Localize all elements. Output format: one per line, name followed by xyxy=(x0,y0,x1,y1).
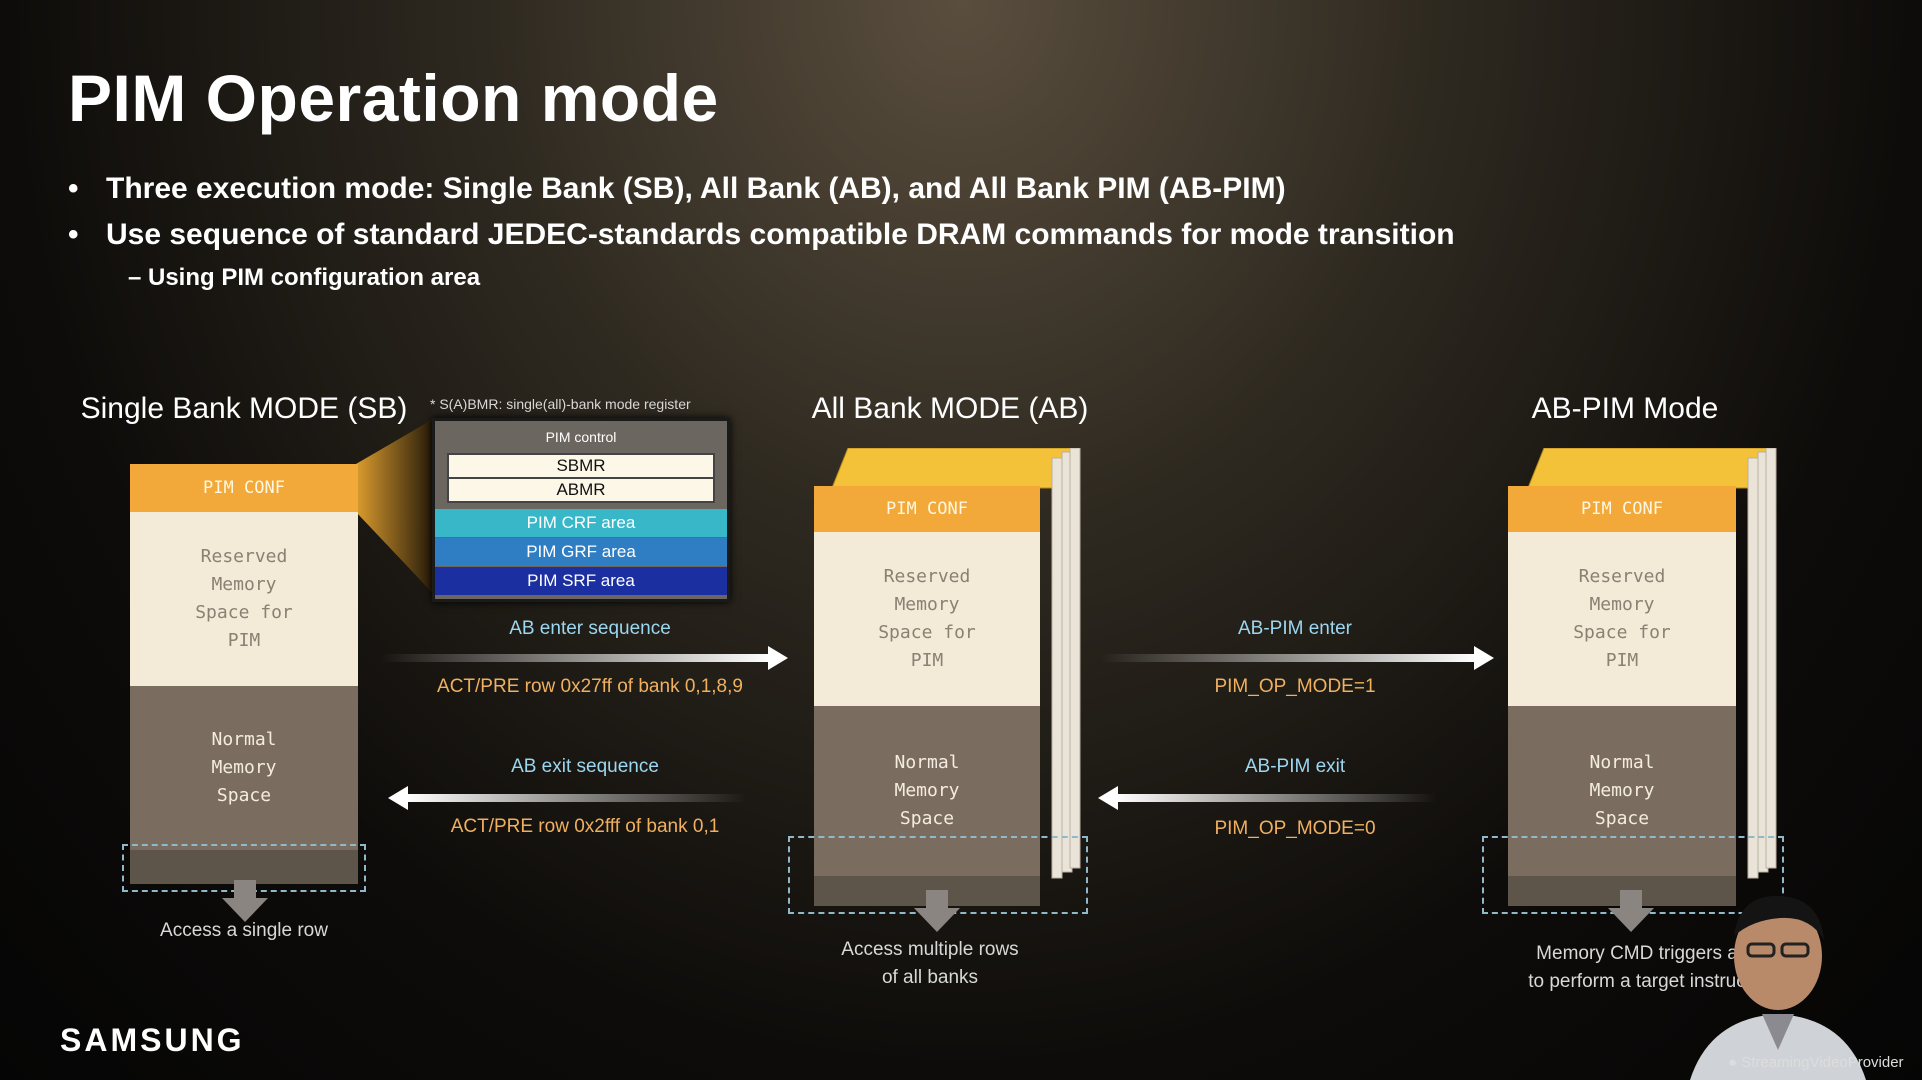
sb-mode-title: Single Bank MODE (SB) xyxy=(80,392,408,425)
play-icon: ● xyxy=(1728,1054,1738,1071)
bullet-text: Three execution mode: Single Bank (SB), … xyxy=(106,172,1286,205)
pim-conf-block: PIM CONF xyxy=(814,486,1040,532)
abpim-exit-label: AB-PIM exit xyxy=(1244,756,1346,777)
sub-bullet-text: Using PIM configuration area xyxy=(148,264,481,291)
slide-title: PIM Operation mode xyxy=(68,61,719,135)
abpim-mode-title: AB-PIM Mode xyxy=(1531,392,1719,425)
down-arrow-icon xyxy=(1608,890,1654,932)
pim-crf-area: PIM CRF area xyxy=(435,509,727,537)
pim-grf-area: PIM GRF area xyxy=(435,538,727,566)
pim-srf-area: PIM SRF area xyxy=(435,567,727,595)
ab-enter-label: AB enter sequence xyxy=(509,618,671,639)
ab-enter-command: ACT/PRE row 0x27ff of bank 0,1,8,9 xyxy=(437,676,743,697)
video-provider-watermark: ● StreamingVideoProvider xyxy=(1728,1054,1904,1071)
sub-bullet-item: – Using PIM configuration area xyxy=(64,264,1455,292)
down-arrow-icon xyxy=(222,880,268,922)
bullet-marker: • xyxy=(68,172,79,205)
bullet-item: • Three execution mode: Single Bank (SB)… xyxy=(64,172,1455,206)
ab-exit-label: AB exit sequence xyxy=(511,756,659,777)
ab-enter-arrow xyxy=(380,646,788,670)
register-footnote: * S(A)BMR: single(all)-bank mode registe… xyxy=(430,396,691,412)
ab-exit-command: ACT/PRE row 0x2fff of bank 0,1 xyxy=(450,816,720,837)
abpim-enter-label: AB-PIM enter xyxy=(1237,618,1353,639)
down-arrow-icon xyxy=(914,890,960,932)
abpim-enter-command: PIM_OP_MODE=1 xyxy=(1214,676,1376,697)
pim-conf-block: PIM CONF xyxy=(1508,486,1736,532)
abpim-bank-layers xyxy=(1527,448,1777,879)
samsung-logo: SAMSUNG xyxy=(60,1022,245,1058)
abmr-register: ABMR xyxy=(447,479,715,503)
ab-bank-layers xyxy=(831,448,1081,879)
sbmr-register: SBMR xyxy=(447,453,715,479)
abpim-enter-arrow xyxy=(1100,646,1494,670)
ab-exit-arrow xyxy=(388,786,746,810)
pim-conf-block: PIM CONF xyxy=(130,464,358,512)
ab-mode-title: All Bank MODE (AB) xyxy=(811,392,1089,425)
abpim-exit-command: PIM_OP_MODE=0 xyxy=(1214,818,1376,839)
bullet-item: • Use sequence of standard JEDEC-standar… xyxy=(64,218,1455,252)
sub-bullet-marker: – xyxy=(128,264,142,291)
bullet-list: • Three execution mode: Single Bank (SB)… xyxy=(64,172,1455,292)
pim-control-box: PIM control SBMR ABMR PIM CRF area PIM G… xyxy=(432,418,730,602)
zoom-connector xyxy=(356,420,432,592)
bullet-text: Use sequence of standard JEDEC-standards… xyxy=(106,218,1455,251)
sb-access-caption: Access a single row xyxy=(160,920,328,941)
row-block xyxy=(130,850,358,884)
pim-control-header: PIM control xyxy=(545,429,617,445)
abpim-exit-arrow xyxy=(1098,786,1436,810)
speaker-video-inset xyxy=(1690,895,1866,1080)
bullet-marker: • xyxy=(68,218,79,251)
